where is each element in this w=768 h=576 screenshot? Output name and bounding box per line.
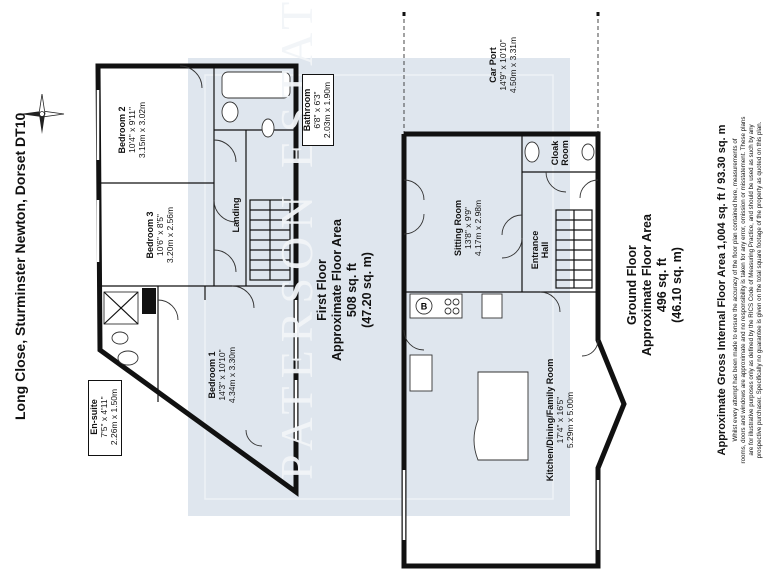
toilet-fixture: [261, 118, 275, 138]
first-floor-plan: [95, 63, 299, 497]
floor-area-sqft: 508 sq. ft: [345, 262, 359, 318]
disclaimer-text: Whilst every attempt has been made to en…: [732, 117, 764, 464]
room-label-cloak-room: Cloak Room: [550, 139, 570, 167]
ensuite-toilet-fixture: [111, 331, 129, 345]
room-name: Bedroom 1: [207, 351, 217, 399]
room-name: Bedroom 2: [117, 106, 127, 154]
door-arc: [179, 65, 203, 89]
door-arc: [545, 171, 567, 193]
door-arc: [501, 214, 523, 236]
room-label-car-port: Car Port 14'9" x 10'10" 4.50m x 3.31m: [488, 37, 518, 93]
basin-fixture: [221, 101, 239, 123]
disclaimer-line: are for illustrative purposes only as de…: [748, 124, 755, 456]
floor-title: First Floor: [315, 259, 329, 321]
door-arc: [403, 329, 425, 351]
floor-title: Ground Floor: [625, 245, 639, 325]
door-arc: [231, 285, 255, 309]
ensuite-basin-fixture: [117, 350, 139, 366]
room-label-kitchen: Kitchen/Dining/Family Room 17'4" x 16'5"…: [545, 359, 575, 482]
room-name: En-suite: [89, 399, 99, 435]
room-size-imperial: 6'8" x 6'3": [312, 91, 322, 129]
boiler-label: B: [421, 302, 428, 312]
first-floor-area-block: First Floor Approximate Floor Area 508 s…: [315, 219, 375, 361]
bath-fixture: [221, 71, 291, 99]
room-size-metric: 3.20m x 2.56m: [165, 206, 175, 264]
room-size-metric: 2.26m x 1.50m: [109, 388, 119, 446]
ground-floor-area-block: Ground Floor Approximate Floor Area 496 …: [625, 214, 685, 356]
room-size-imperial: 7'5" x 4'11": [99, 396, 109, 438]
kitchen-unit: [481, 293, 503, 319]
disclaimer-line: rooms, doors and windows are approximate…: [740, 116, 747, 464]
room-size-metric: 5.29m x 5.00m: [565, 391, 575, 449]
door-arc: [539, 291, 561, 313]
room-size-imperial: 13'8" x 9'9": [463, 207, 473, 249]
floor-area-sqm: (46.10 sq. m): [670, 247, 684, 323]
floor-area-sqft: 496 sq. ft: [655, 257, 669, 313]
room-size-imperial: 14'3" x 10'10": [217, 349, 227, 401]
room-size-imperial: 14'9" x 10'10": [498, 39, 508, 91]
ground-floor-stairs: [555, 209, 593, 289]
room-size-metric: 4.50m x 3.31m: [508, 36, 518, 94]
room-label-bathroom: Bathroom 6'8" x 6'3" 2.03m x 1.90m: [302, 82, 332, 138]
room-label-bedroom-3: Bedroom 3 10'6" x 8'5" 3.20m x 2.56m: [145, 207, 175, 263]
door-arc: [403, 213, 425, 235]
cloak-basin-fixture: [581, 143, 595, 161]
room-name: Entrance Hall: [530, 230, 550, 270]
door-arc: [403, 179, 425, 201]
gross-area-text: Approximate Gross Internal Floor Area 1,…: [716, 124, 728, 456]
door-arc: [213, 139, 237, 163]
door-arc: [245, 429, 263, 447]
room-size-metric: 4.17m x 2.98m: [473, 199, 483, 257]
room-name: Cloak Room: [550, 140, 570, 166]
ensuite-label-box: [88, 380, 122, 456]
room-size-imperial: 10'6" x 8'5": [155, 214, 165, 256]
compass-rose-icon: [20, 93, 65, 134]
room-name: Sitting Room: [453, 200, 463, 257]
room-name: Car Port: [488, 47, 498, 83]
room-name: Bathroom: [302, 88, 312, 132]
first-floor-outer-wall: [95, 63, 299, 497]
kitchen-island: [473, 371, 529, 461]
cloak-toilet-fixture: [524, 141, 540, 163]
room-name: Kitchen/Dining/Family Room: [545, 358, 555, 482]
address-title: Long Close, Sturminster Newton, Dorset D…: [12, 112, 28, 420]
floor-area-title: Approximate Floor Area: [330, 219, 344, 361]
room-size-imperial: 10'4" x 9'11": [127, 107, 137, 154]
floor-area-sqm: (47.20 sq. m): [360, 252, 374, 328]
floor-area-title: Approximate Floor Area: [640, 214, 654, 356]
ground-floor-plan: B: [401, 12, 627, 569]
door-arc: [157, 299, 179, 321]
room-size-metric: 2.03m x 1.90m: [322, 81, 332, 139]
boiler-icon: [415, 297, 433, 315]
first-floor-stairs: [249, 199, 291, 281]
room-label-entrance-hall: Entrance Hall: [530, 230, 550, 270]
room-name: Landing: [231, 197, 241, 233]
room-size-metric: 3.15m x 3.02m: [137, 101, 147, 159]
door-arc: [501, 237, 523, 259]
door-arc: [581, 339, 599, 357]
door-arc: [213, 249, 237, 273]
sink-fixture: [409, 354, 433, 392]
bathroom-label-box: [302, 74, 334, 146]
room-size-metric: 4.34m x 3.30m: [227, 346, 237, 404]
ground-floor-outer-wall: [401, 131, 627, 569]
disclaimer-line: prospective purchaser. Specifically no g…: [756, 121, 763, 459]
room-label-ensuite: En-suite 7'5" x 4'11" 2.26m x 1.50m: [89, 389, 119, 445]
room-name: Bedroom 3: [145, 211, 155, 259]
room-label-sitting-room: Sitting Room 13'8" x 9'9" 4.17m x 2.98m: [453, 200, 483, 256]
room-label-bedroom-2: Bedroom 2 10'4" x 9'11" 3.15m x 3.02m: [117, 102, 147, 158]
room-label-bedroom-1: Bedroom 1 14'3" x 10'10" 4.34m x 3.30m: [207, 347, 237, 403]
door-arc: [213, 199, 237, 223]
room-label-landing: Landing: [231, 198, 241, 233]
room-size-imperial: 17'4" x 16'5": [555, 396, 565, 444]
disclaimer-line: Whilst every attempt has been made to en…: [732, 138, 739, 442]
door-arc: [579, 179, 599, 199]
